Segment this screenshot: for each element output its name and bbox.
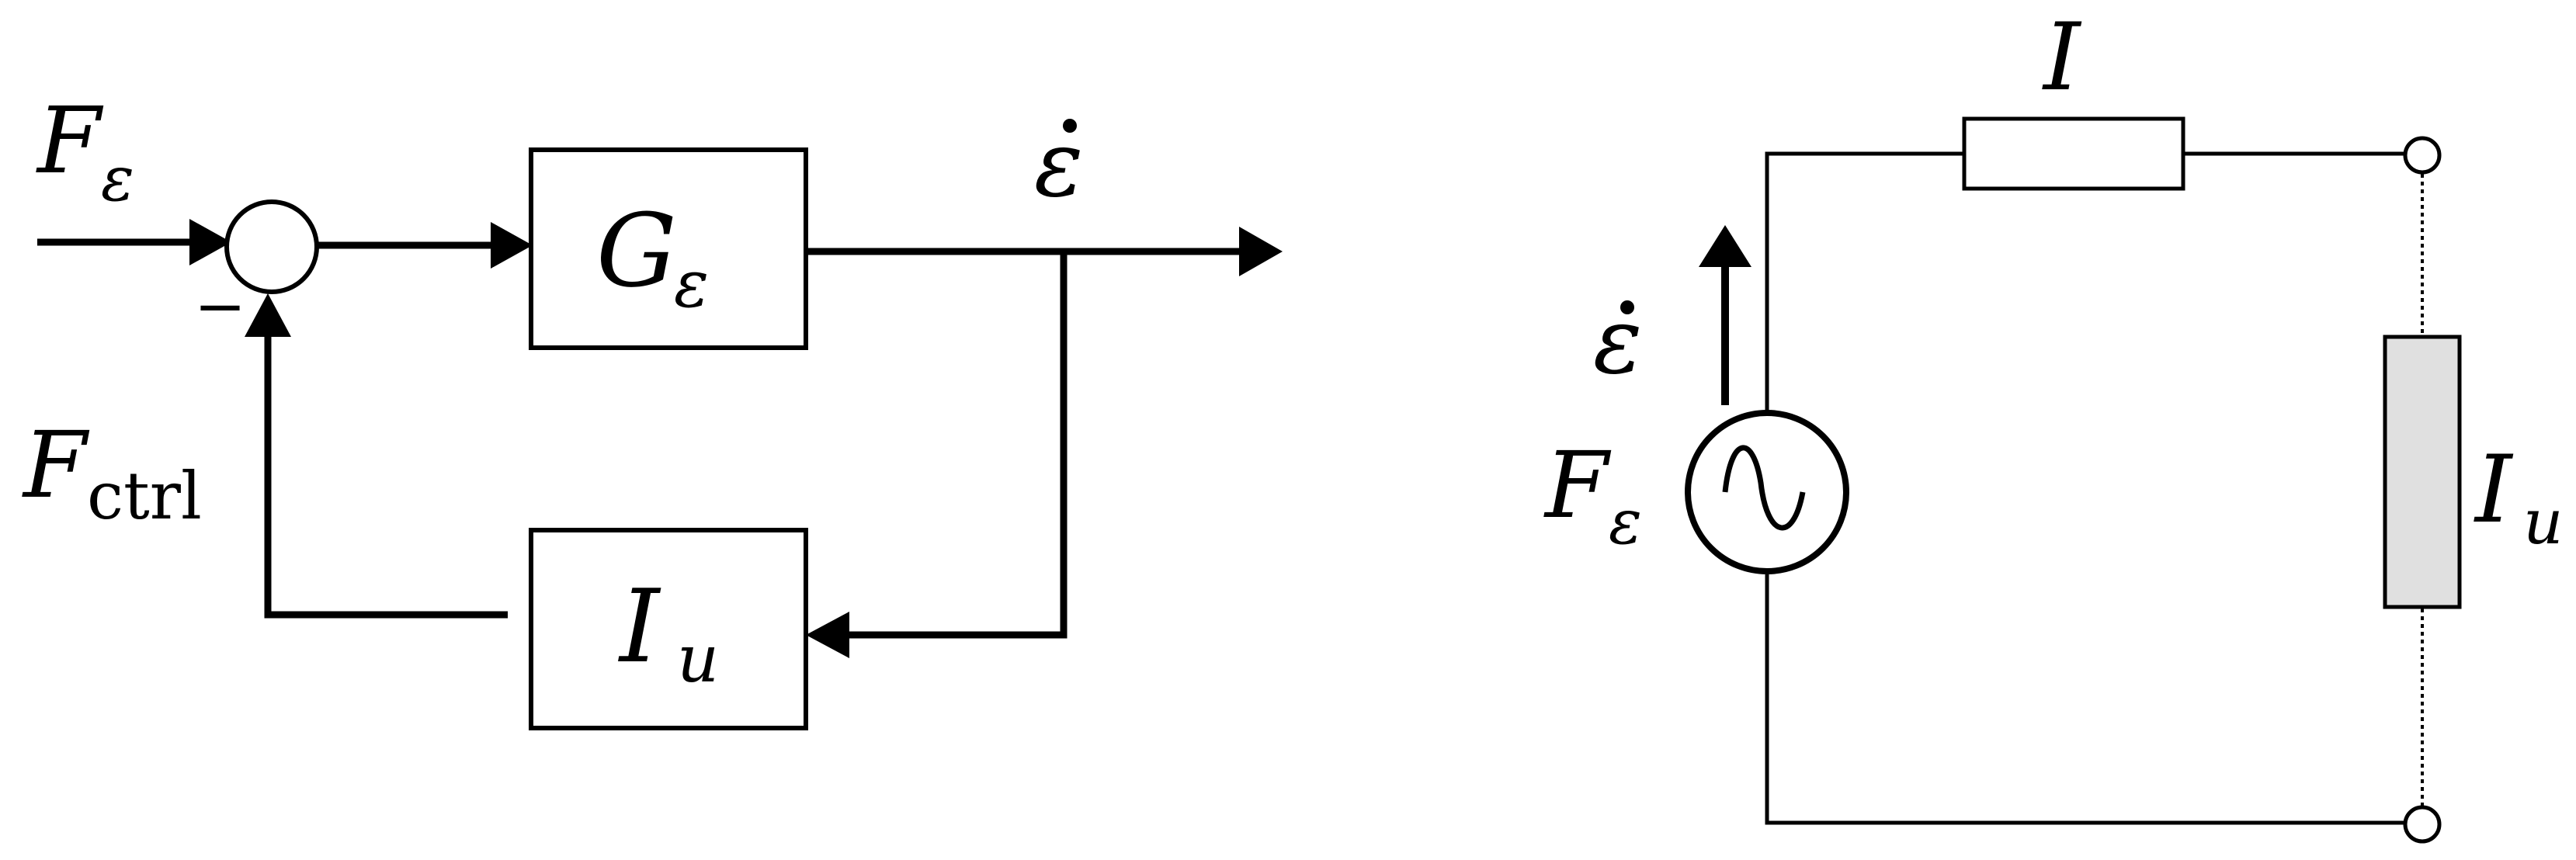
- feedback-block: [529, 528, 808, 730]
- series-impedance-symbol: I: [2042, 4, 2082, 112]
- feedback-branch-line: [806, 251, 1068, 658]
- top-terminal: [2403, 136, 2442, 175]
- ac-source: [1685, 410, 1849, 574]
- feedback-subscript: ctrl: [87, 458, 202, 534]
- output-signal-line: [806, 227, 1283, 276]
- output-label: ε: [1034, 110, 1083, 217]
- input-label: F ε: [36, 87, 134, 215]
- feedback-return-line: [245, 293, 508, 619]
- input-symbol: F: [36, 87, 104, 194]
- feedback-block-label: I u: [618, 567, 719, 697]
- flow-symbol: ε: [1593, 287, 1642, 394]
- source-label: F ε: [1543, 432, 1642, 558]
- junction-to-forward-block-line: [317, 222, 533, 269]
- feedback-block-subscript: u: [677, 621, 719, 697]
- input-signal-line: [37, 219, 231, 265]
- circuit-wire-top-left: [1765, 151, 1964, 411]
- forward-block-subscript: ε: [674, 246, 709, 322]
- source-symbol: F: [1543, 432, 1612, 539]
- circuit-wire-bottom: [1765, 574, 2405, 825]
- output-symbol: ε: [1034, 110, 1083, 217]
- sum-minus-sign: −: [194, 270, 246, 342]
- load-impedance: [2383, 335, 2462, 609]
- block-diagram: F ε − G ε ε: [22, 87, 1283, 730]
- load-label: I u: [2474, 436, 2564, 558]
- equivalent-circuit: I I u F ε: [1543, 4, 2564, 844]
- forward-block-label: G ε: [596, 192, 709, 322]
- input-subscript: ε: [101, 143, 134, 215]
- feedback-symbol: F: [22, 411, 90, 518]
- forward-block: [529, 147, 808, 350]
- flow-arrow: [1699, 225, 1751, 405]
- sine-wave-icon: [1722, 445, 1806, 531]
- flow-label: ε: [1593, 287, 1642, 394]
- flow-dot: [1620, 300, 1634, 314]
- feedback-block-symbol: I: [618, 567, 661, 685]
- bottom-terminal: [2403, 805, 2442, 844]
- ac-source-circle: [1685, 410, 1849, 574]
- forward-block-symbol: G: [596, 192, 677, 310]
- output-dot: [1063, 119, 1077, 133]
- load-symbol: I: [2474, 436, 2514, 544]
- source-subscript: ε: [1609, 486, 1642, 558]
- load-subscript: u: [2523, 486, 2564, 558]
- feedback-label: F ctrl: [22, 411, 202, 534]
- series-impedance: [1962, 116, 2185, 191]
